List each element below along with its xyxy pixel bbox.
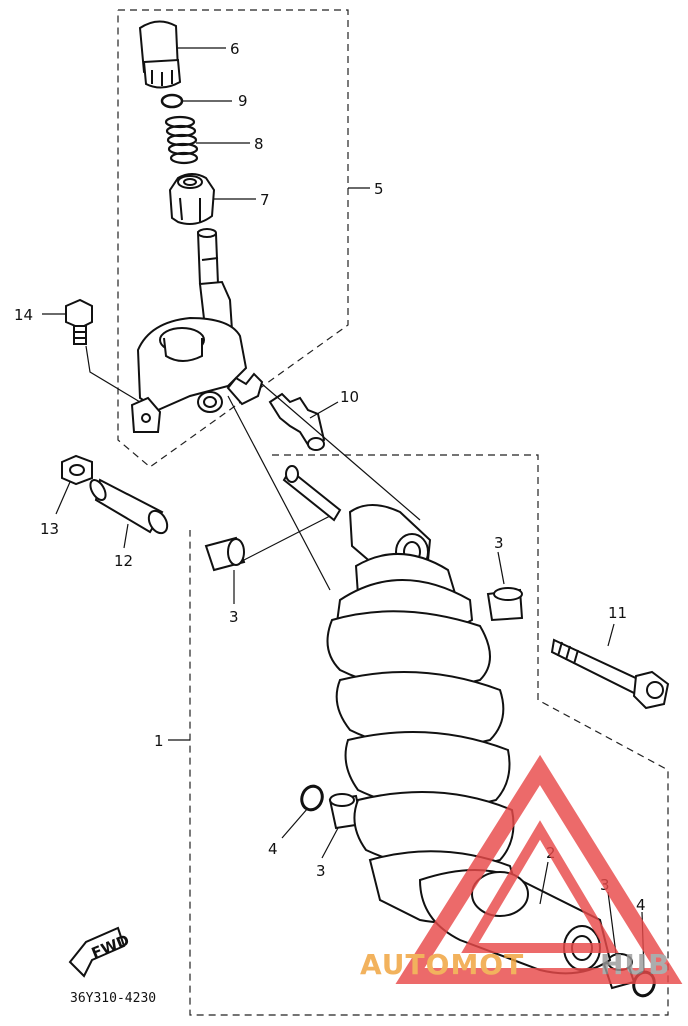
part-11-bolt: [550, 638, 670, 710]
callout-1: 1: [154, 732, 164, 750]
callout-7: 7: [260, 191, 270, 209]
preload-adjuster-body: [130, 228, 264, 433]
callout-14: 14: [14, 306, 33, 324]
part-12-collar: [89, 478, 169, 535]
part-1-shock-absorber: [282, 465, 612, 975]
part-3-bushing-left: [204, 536, 246, 572]
part-4-seal-left: [300, 784, 324, 812]
part-14-bolt: [65, 298, 93, 345]
callout-11: 11: [608, 604, 627, 622]
automotohub-watermark: AUTOMOT HUB: [360, 754, 683, 984]
callout-3-left: 3: [229, 608, 239, 626]
part-7-knob: [168, 173, 216, 225]
diagram-code: 36Y310-4230: [70, 991, 156, 1006]
callout-3-lower: 3: [316, 862, 326, 880]
part-8-spring: [164, 115, 199, 165]
callout-5: 5: [374, 180, 384, 198]
part-3-bushing-right: [486, 587, 524, 622]
part-13-nut: [61, 454, 93, 486]
watermark-triangle-logo: [395, 754, 683, 984]
leader-lines: [42, 47, 645, 973]
callout-4-left: 4: [268, 840, 278, 858]
part-6-adjuster-cap: [138, 20, 182, 89]
watermark-text-right: HUB: [600, 948, 671, 981]
group-1-frame: [189, 454, 669, 1016]
part-10-hose: [268, 392, 326, 451]
part-9-washer: [160, 93, 184, 109]
fwd-arrow: FWD: [68, 926, 132, 978]
callout-8: 8: [254, 135, 264, 153]
callout-3-right: 3: [494, 534, 504, 552]
callout-9: 9: [238, 92, 248, 110]
callout-12: 12: [114, 552, 133, 570]
callout-4-right: 4: [636, 896, 646, 914]
watermark-text-left: AUTOMOT: [360, 948, 524, 981]
callout-6: 6: [230, 40, 240, 58]
callout-13: 13: [40, 520, 59, 538]
callout-10: 10: [340, 388, 359, 406]
